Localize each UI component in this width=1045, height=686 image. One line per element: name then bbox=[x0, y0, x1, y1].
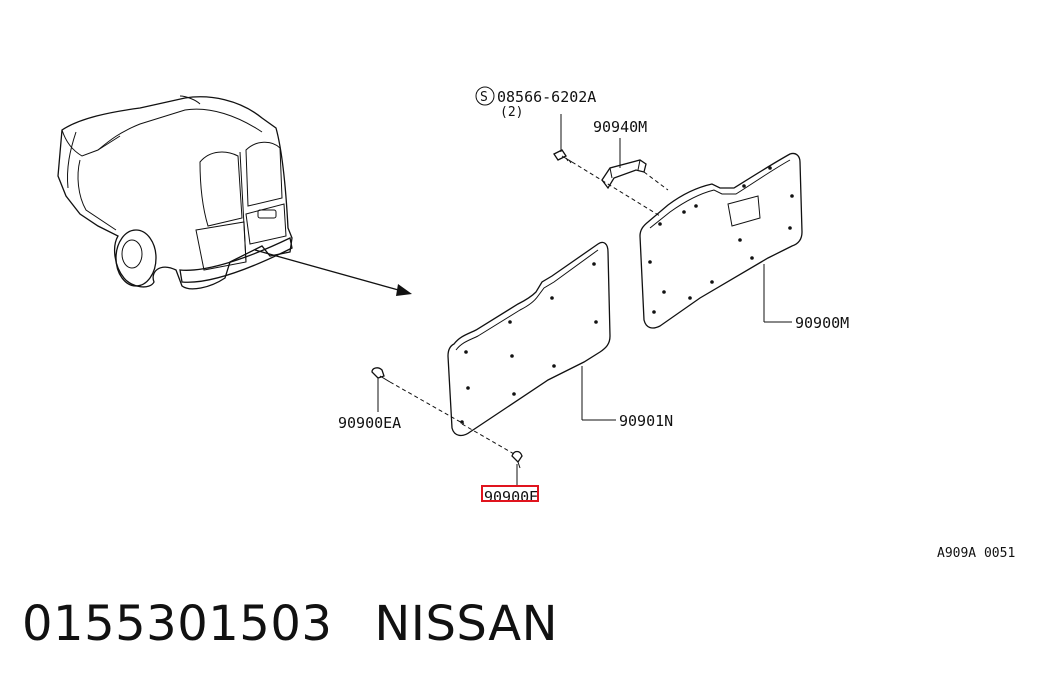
callout-screw-qty: (2) bbox=[500, 105, 523, 120]
pointer-arrow bbox=[254, 249, 412, 296]
part-number: 0155301503 bbox=[22, 596, 333, 652]
screw-symbol-letter: S bbox=[480, 90, 488, 105]
screw-part bbox=[553, 149, 573, 164]
leader-lines bbox=[377, 114, 792, 486]
diagram-reference: A909A 0051 bbox=[937, 546, 1015, 561]
callout-screw: 08566-6202A bbox=[497, 88, 596, 106]
screw-symbol: S bbox=[475, 86, 495, 106]
handle-part bbox=[601, 159, 647, 190]
callout-lower-panel: 90901N bbox=[619, 412, 673, 430]
callout-left-clip: 90900EA bbox=[338, 414, 401, 432]
vehicle-illustration bbox=[57, 95, 293, 290]
callout-handle: 90940M bbox=[593, 118, 647, 136]
callout-bottom-clip: 90900E bbox=[484, 488, 538, 506]
assembly-lines bbox=[389, 161, 669, 455]
footer: 0155301503 NISSAN bbox=[22, 596, 558, 652]
highlight-box bbox=[481, 485, 539, 502]
brand-name: NISSAN bbox=[374, 596, 559, 652]
left-clip-part bbox=[371, 367, 391, 383]
callout-upper-panel: 90900M bbox=[795, 314, 849, 332]
upper-trim-panel bbox=[639, 152, 803, 329]
lower-trim-panel bbox=[447, 241, 611, 437]
bottom-clip-part bbox=[511, 450, 523, 469]
